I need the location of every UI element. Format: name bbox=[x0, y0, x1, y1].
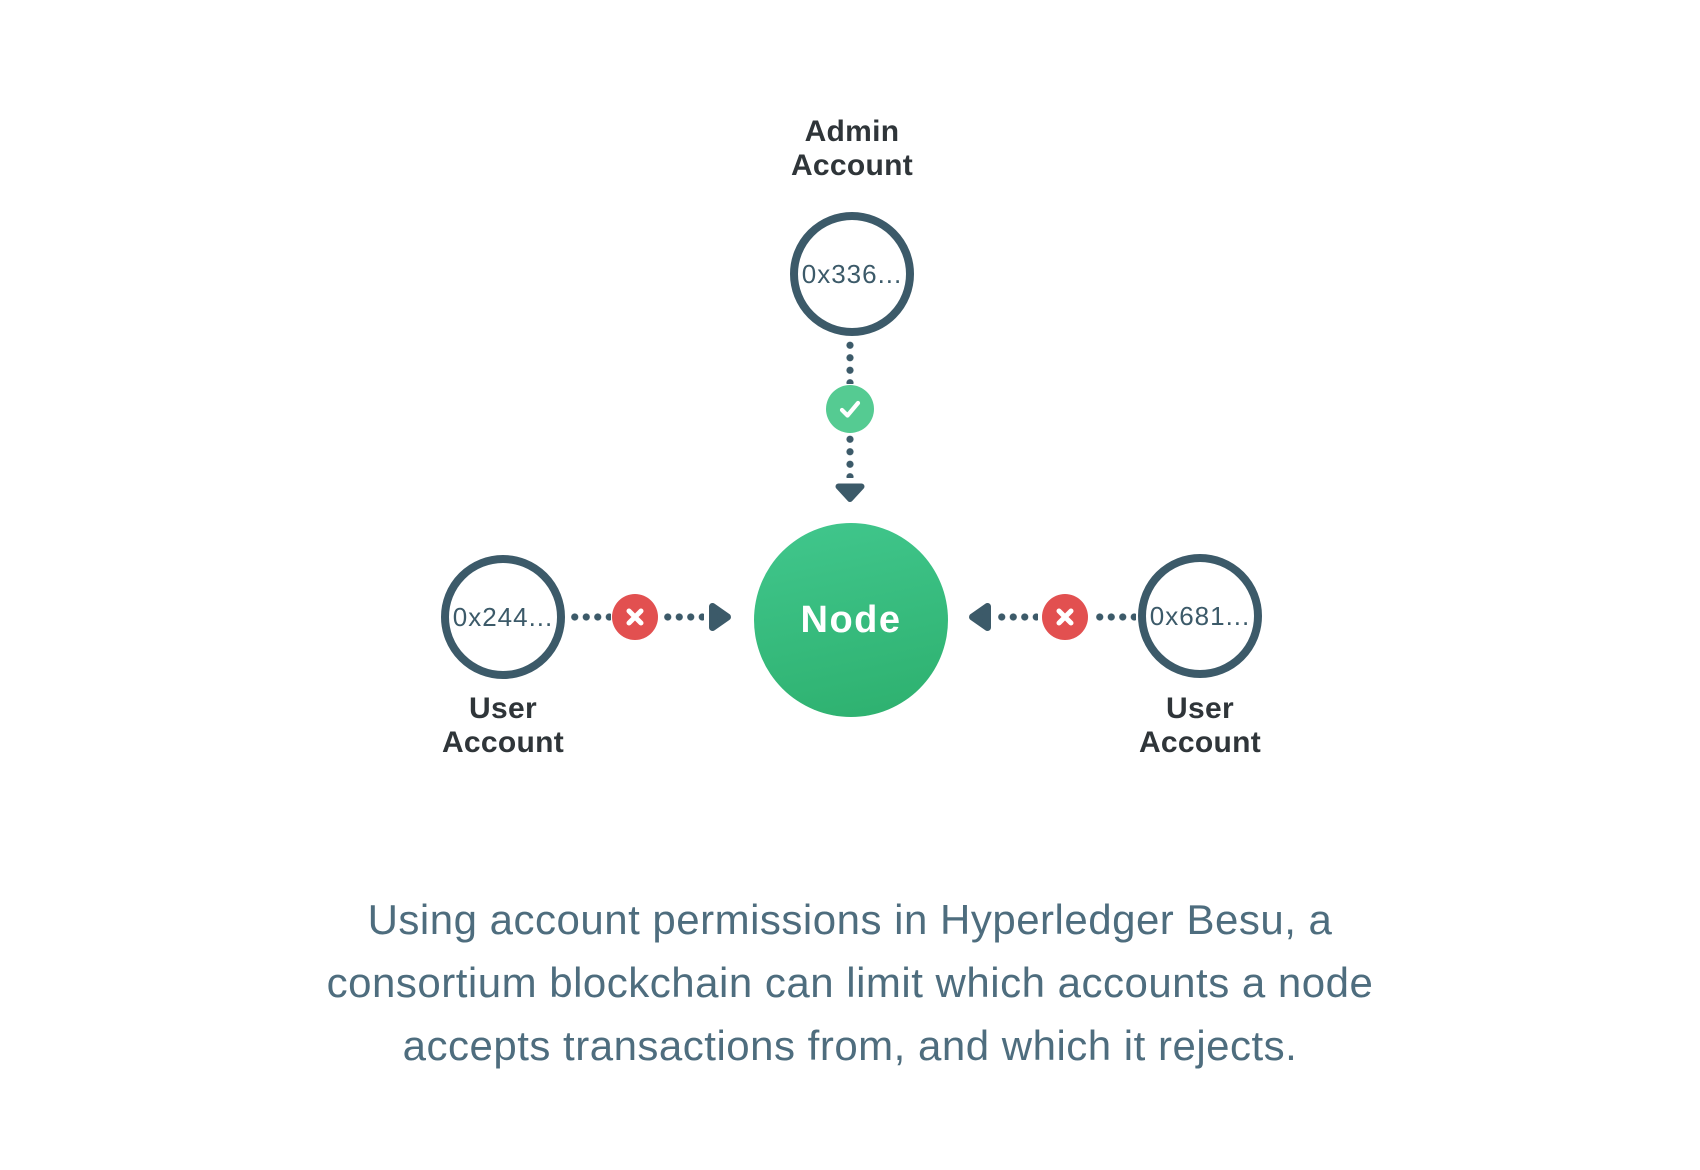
caption-line1: Using account permissions in Hyperledger… bbox=[367, 896, 1333, 943]
caption: Using account permissions in Hyperledger… bbox=[0, 888, 1700, 1077]
arrowhead-left-icon bbox=[967, 600, 993, 634]
user-account-left-label: User Account bbox=[403, 692, 603, 760]
caption-line3: accepts transactions from, and which it … bbox=[402, 1022, 1298, 1069]
user-account-left-address: 0x244... bbox=[452, 601, 554, 632]
user-account-right-label-line2: Account bbox=[1138, 726, 1262, 759]
dotted-line-vertical-lower bbox=[846, 433, 854, 478]
user-account-left-label-line1: User bbox=[469, 692, 537, 725]
admin-account-address: 0x336... bbox=[801, 258, 903, 289]
admin-account-circle: 0x336... bbox=[790, 212, 914, 336]
dotted-line-left-outer bbox=[569, 613, 611, 621]
arrowhead-down-icon bbox=[833, 482, 867, 504]
check-icon bbox=[826, 385, 874, 433]
user-account-right-circle: 0x681... bbox=[1138, 554, 1262, 678]
dotted-line-right-inner bbox=[996, 613, 1038, 621]
dotted-line-vertical-upper bbox=[846, 339, 854, 384]
arrowhead-right-icon bbox=[707, 600, 733, 634]
user-account-left-circle: 0x244... bbox=[441, 555, 565, 679]
node-label: Node bbox=[800, 598, 902, 641]
admin-account-label-line1: Admin bbox=[804, 115, 900, 148]
user-account-right-address: 0x681... bbox=[1149, 600, 1251, 631]
dotted-line-left-inner bbox=[662, 613, 704, 621]
user-account-right-label-line1: User bbox=[1166, 692, 1234, 725]
x-icon bbox=[1042, 594, 1088, 640]
x-icon bbox=[612, 594, 658, 640]
node-circle: Node bbox=[754, 523, 948, 717]
dotted-line-right-outer bbox=[1094, 613, 1136, 621]
caption-line2: consortium blockchain can limit which ac… bbox=[326, 959, 1374, 1006]
admin-account-label: Admin Account bbox=[752, 115, 952, 183]
user-account-left-label-line2: Account bbox=[441, 726, 565, 759]
user-account-right-label: User Account bbox=[1100, 692, 1300, 760]
admin-account-label-line2: Account bbox=[790, 149, 914, 182]
